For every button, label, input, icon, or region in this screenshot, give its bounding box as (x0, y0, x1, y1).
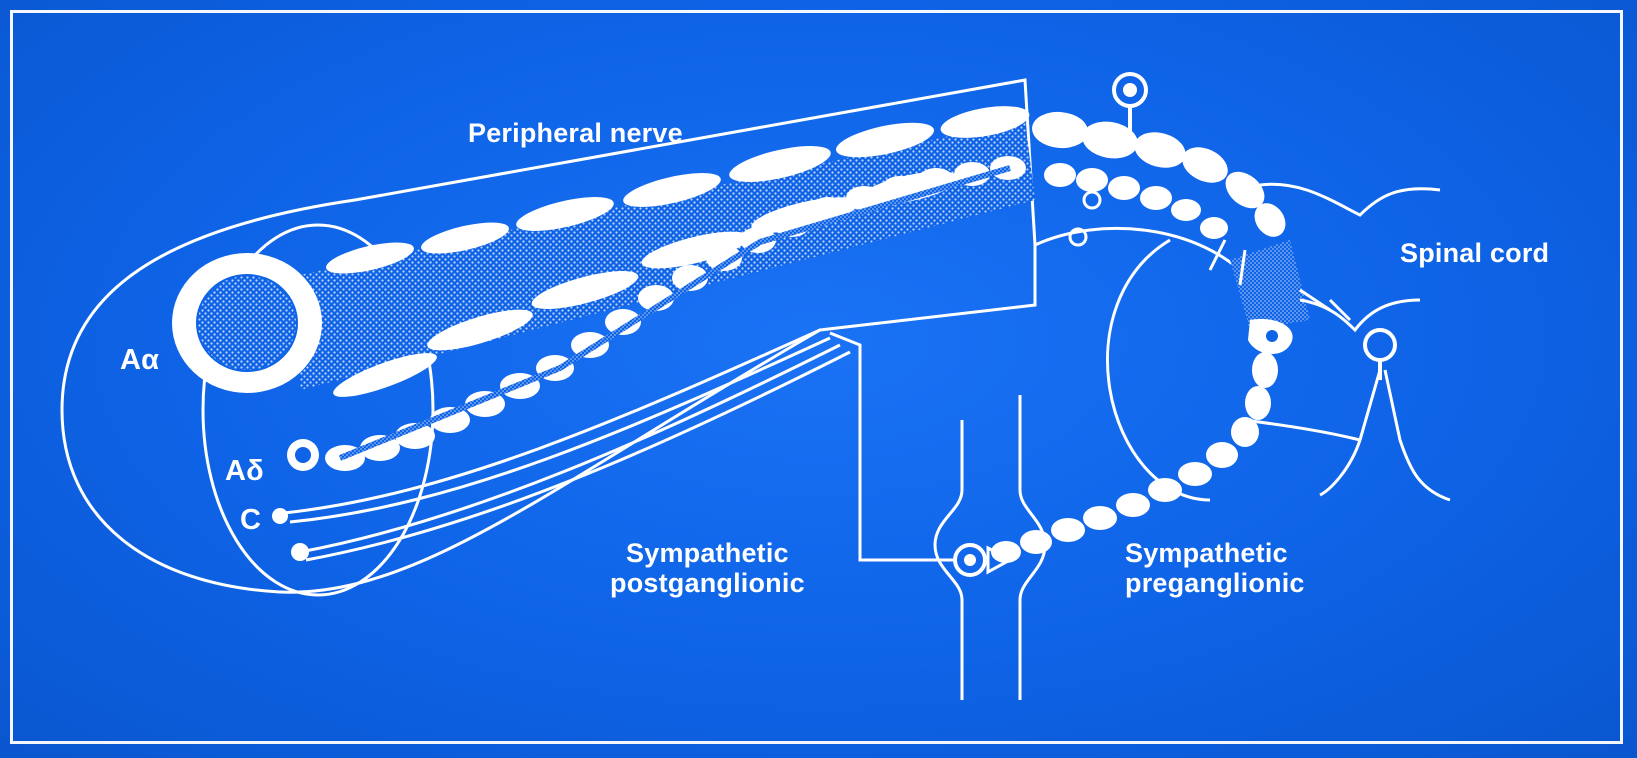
dorsal-root-myelin (1031, 110, 1292, 243)
label-c-fiber: C (240, 505, 261, 535)
a-delta-cross-section (287, 439, 319, 471)
label-peripheral-nerve: Peripheral nerve (468, 118, 683, 148)
label-a-delta: Aδ (225, 456, 264, 486)
dorsal-root-stipple (1230, 240, 1310, 330)
label-sympathetic-postganglionic: Sympathetic postganglionic (610, 538, 805, 598)
c-fiber-cross-sections (272, 508, 309, 561)
postganglionic-fiber (830, 333, 955, 560)
small-ganglion-cells (1070, 192, 1100, 245)
sympathetic-ganglion-cell (955, 545, 985, 575)
preganglionic-myelin-beads (991, 352, 1278, 563)
spinal-cord-body (1108, 240, 1211, 500)
label-a-alpha: Aα (120, 345, 159, 375)
label-sympathetic-preganglionic: Sympathetic preganglionic (1125, 538, 1305, 598)
a-alpha-cross-section (172, 253, 322, 393)
intermediolateral-neuron (1248, 319, 1293, 354)
spinal-cord-neuron (1365, 330, 1395, 380)
label-spinal-cord: Spinal cord (1400, 238, 1549, 268)
